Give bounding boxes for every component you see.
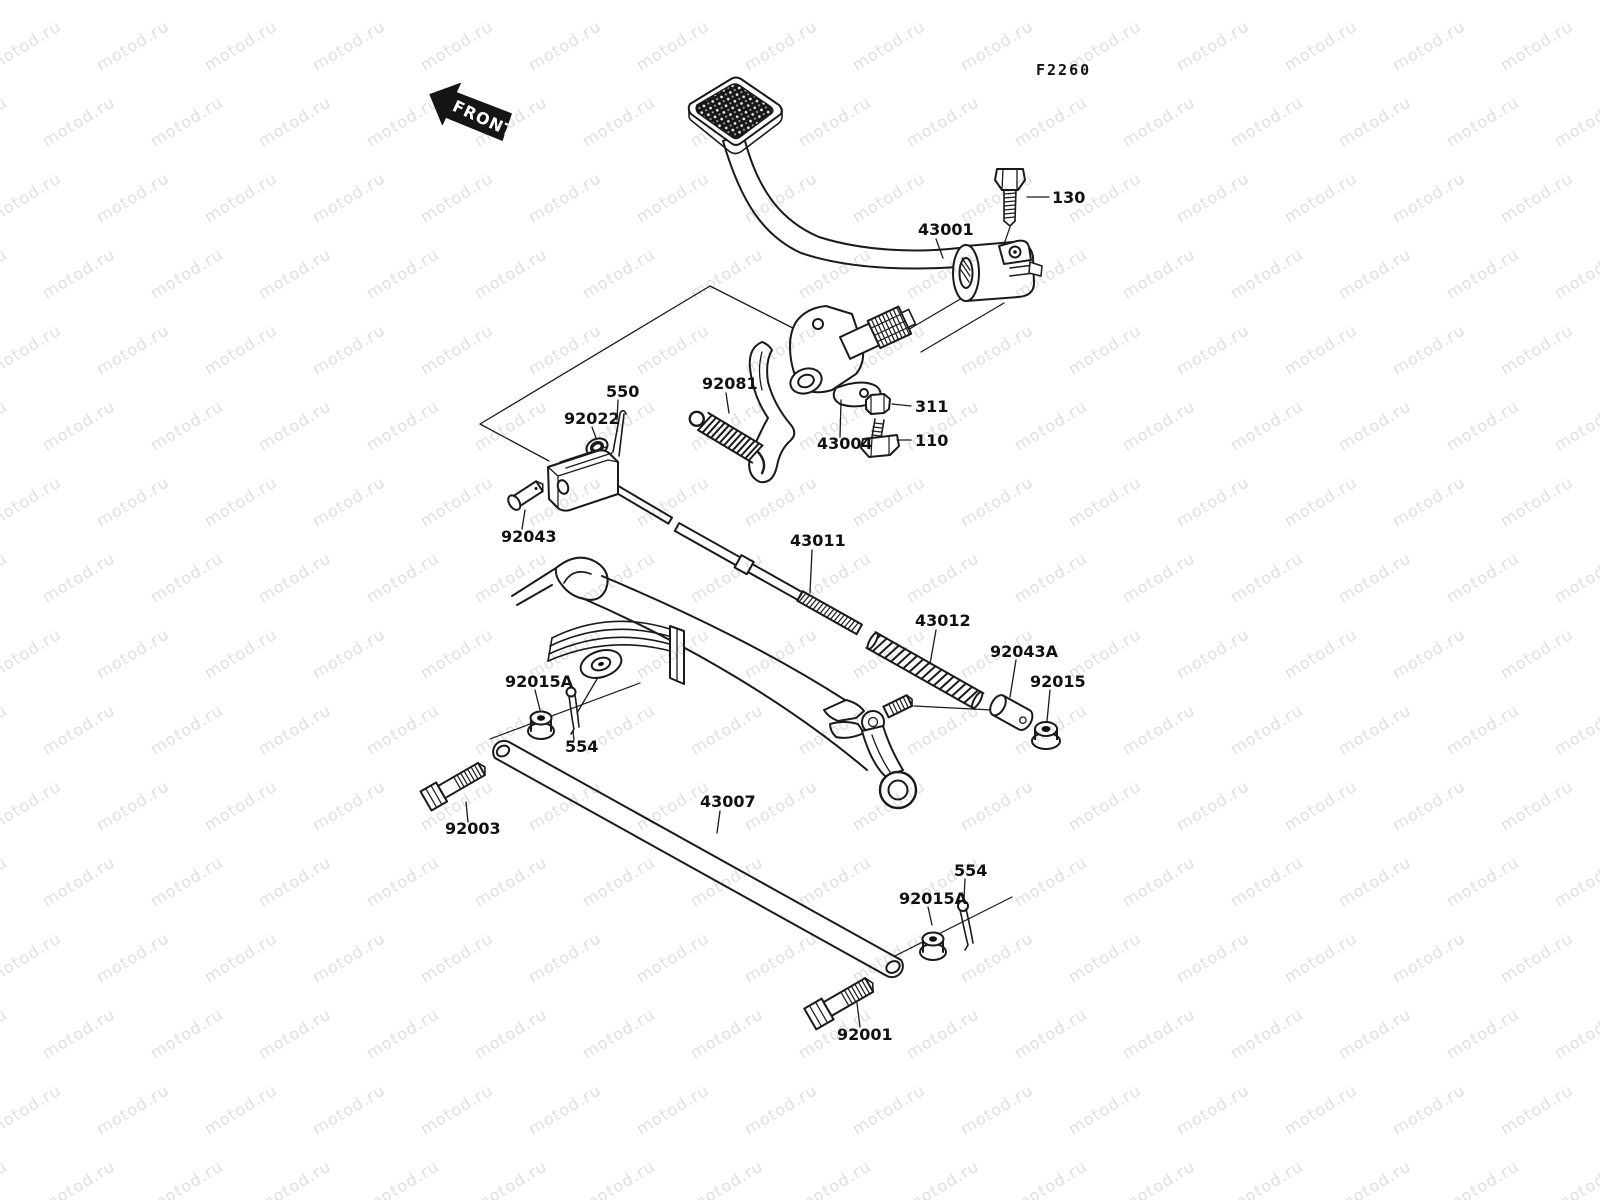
rod-nut <box>1031 721 1061 750</box>
cotter-pin-front <box>565 686 580 735</box>
part-label-311: 311 <box>915 397 948 416</box>
guard-bracket <box>547 620 685 714</box>
part-label-110: 110 <box>915 431 948 450</box>
cotter-pin-rear <box>957 900 974 951</box>
part-label-43001: 43001 <box>918 220 974 239</box>
rod-spring <box>865 631 985 710</box>
brake-pedal-assembly <box>687 76 1043 302</box>
part-label-43004: 43004 <box>817 434 873 453</box>
part-label-92043A: 92043A <box>990 642 1059 661</box>
part-label-550: 550 <box>606 382 639 401</box>
front-arrow: FRONT <box>429 82 518 142</box>
clevis-pin <box>507 480 544 511</box>
link-bolt-rear <box>803 977 875 1031</box>
torque-link-rod <box>492 739 904 979</box>
cam-shaft-assembly <box>748 305 917 484</box>
swingarm <box>511 556 868 771</box>
part-label-92015: 92015 <box>1030 672 1086 691</box>
part-label-130: 130 <box>1052 188 1085 207</box>
roller <box>579 649 623 679</box>
clevis <box>547 446 619 512</box>
part-label-92015A: 92015A <box>505 672 574 691</box>
part-label-43007: 43007 <box>700 792 756 811</box>
crank-stud <box>882 694 913 719</box>
part-label-554-2: 554 <box>954 861 987 880</box>
projection-lines <box>479 226 1013 962</box>
pedal-hub <box>952 239 1043 302</box>
figure-code: F2260 <box>1036 61 1091 79</box>
link-nut-rear <box>919 931 947 961</box>
part-labels: 130 43001 92081 550 92022 311 43004 110 … <box>445 188 1086 1044</box>
leader-lines <box>465 196 1051 1028</box>
cam-bolt <box>860 418 900 458</box>
part-label-43012: 43012 <box>915 611 971 630</box>
link-nut-front <box>527 710 555 740</box>
cotter-pin-550 <box>612 409 627 457</box>
rod-bushing <box>989 694 1034 731</box>
brake-bell-crank <box>823 694 918 810</box>
return-spring <box>688 410 766 475</box>
part-label-92003: 92003 <box>445 819 501 838</box>
part-label-92043: 92043 <box>501 527 557 546</box>
part-label-92081: 92081 <box>702 374 758 393</box>
link-bolt-front <box>419 761 486 812</box>
cam-nut <box>865 393 891 415</box>
part-label-92015A-2: 92015A <box>899 889 968 908</box>
brake-pedal-pad <box>687 76 783 155</box>
part-label-92022: 92022 <box>564 409 620 428</box>
pedal-bolt <box>994 168 1026 227</box>
part-label-554: 554 <box>565 737 598 756</box>
part-label-43011: 43011 <box>790 531 846 550</box>
part-label-92001: 92001 <box>837 1025 893 1044</box>
